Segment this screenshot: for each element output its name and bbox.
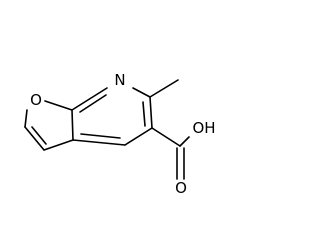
bond-o1-c2 xyxy=(24,109,28,128)
bond-c3a-c7a xyxy=(71,109,74,141)
atom-ring-oxygen: O xyxy=(30,91,42,109)
bond-c7a-o1 xyxy=(44,100,73,111)
carbonyl-oxygen-label: O xyxy=(175,179,187,197)
bond-c2-c3-inner xyxy=(31,126,47,145)
ring-oxygen-label: O xyxy=(30,91,42,109)
bond-c3-c3a xyxy=(43,139,74,151)
bond-c6-c5 xyxy=(149,96,153,129)
molecule-structure: O N OH O xyxy=(24,71,216,197)
bond-c6-c5-inner xyxy=(142,101,146,127)
bond-c7a-n7-inner xyxy=(79,94,107,113)
bond-c4-c3a xyxy=(72,139,126,146)
hydroxyl-label: OH xyxy=(192,119,215,137)
bond-carboxyl-oh xyxy=(179,136,190,147)
bond-n7-c6 xyxy=(132,87,151,98)
bond-c2-c3 xyxy=(24,126,45,151)
atom-hydroxyl: OH xyxy=(192,119,215,137)
bond-c6-methyl xyxy=(149,79,179,98)
bond-c5-carboxyl xyxy=(151,127,181,147)
bond-c7a-n7 xyxy=(71,87,108,111)
bond-c4-c3a-inner xyxy=(80,133,121,139)
atom-carbonyl-oxygen: O xyxy=(175,179,187,197)
ring-nitrogen-label: N xyxy=(114,71,125,89)
atom-ring-nitrogen: N xyxy=(114,71,125,89)
bond-c5-c4 xyxy=(124,127,153,146)
